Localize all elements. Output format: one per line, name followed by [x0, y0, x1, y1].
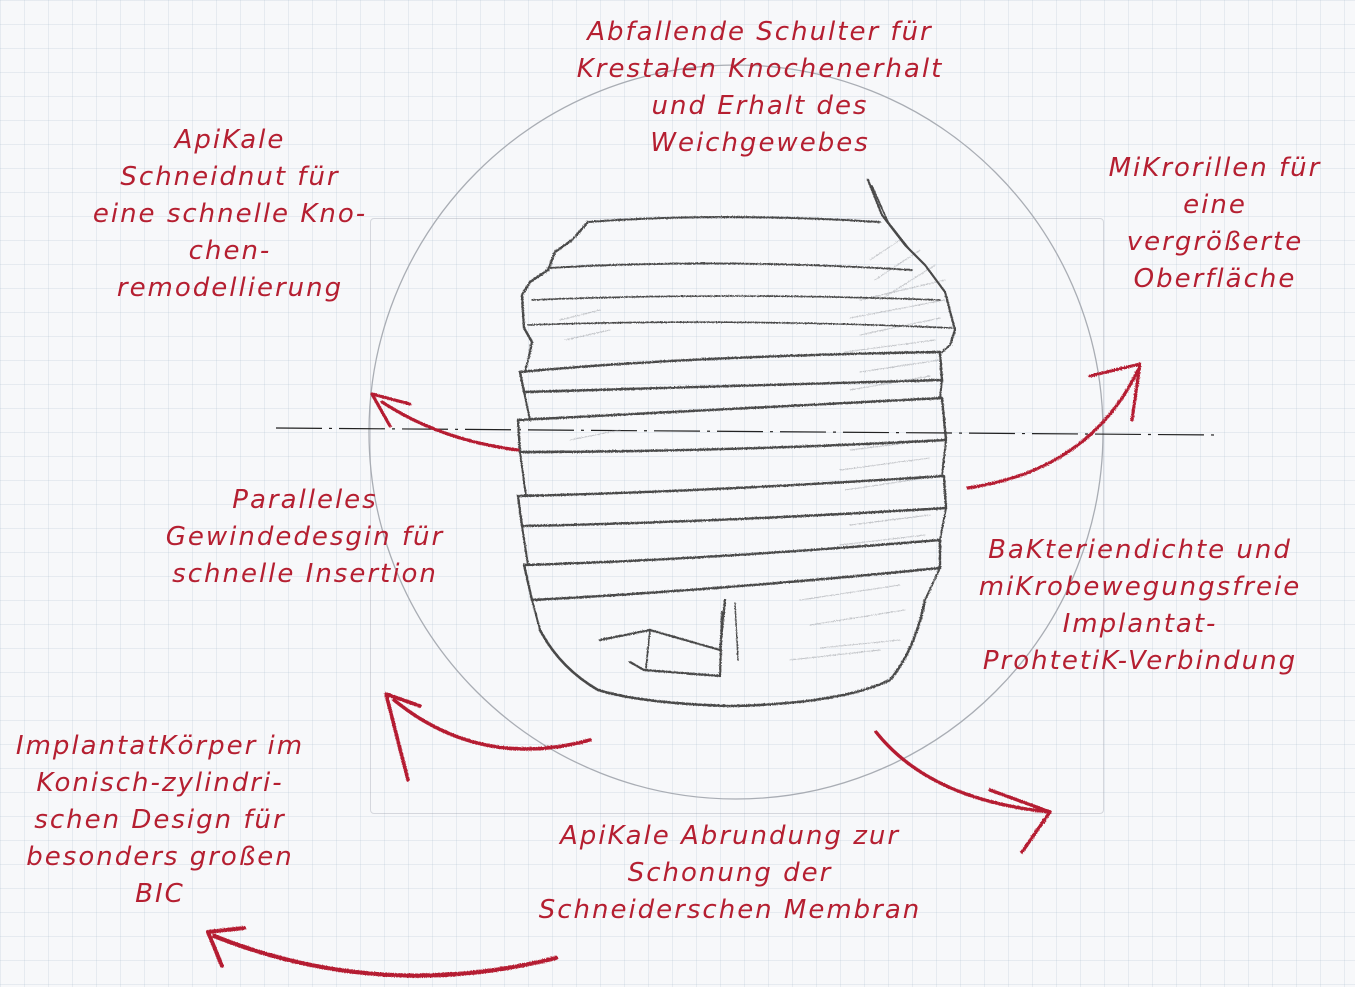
- microgrooves-annotation: MiKrorillen für eine vergrößerte Oberflä…: [1095, 150, 1335, 298]
- bacteria-seal-annotation: BaKteriendichte und miKrobewegungsfreie …: [970, 532, 1310, 680]
- arrow-bic: [214, 936, 556, 976]
- arrow-microgrooves: [968, 370, 1138, 488]
- arrow-apical-groove: [382, 402, 518, 450]
- parallel-thread-annotation: Paralleles Gewindedesgin für schnelle In…: [160, 482, 450, 593]
- apical-groove-annotation: ApiKale Schneidnut für eine schnelle Kno…: [80, 122, 380, 307]
- arrow-apical-rounding: [876, 732, 1050, 812]
- implant-sketch: [518, 180, 955, 706]
- shoulder-annotation: Abfallende Schulter für Krestalen Knoche…: [560, 14, 960, 162]
- center-axis-line: [276, 428, 1218, 435]
- implant-body-annotation: ImplantatKörper im Konisch-zylindri- sch…: [0, 728, 320, 913]
- arrow-implant-body: [394, 700, 590, 749]
- apical-rounding-annotation: ApiKale Abrundung zur Schonung der Schne…: [525, 818, 935, 929]
